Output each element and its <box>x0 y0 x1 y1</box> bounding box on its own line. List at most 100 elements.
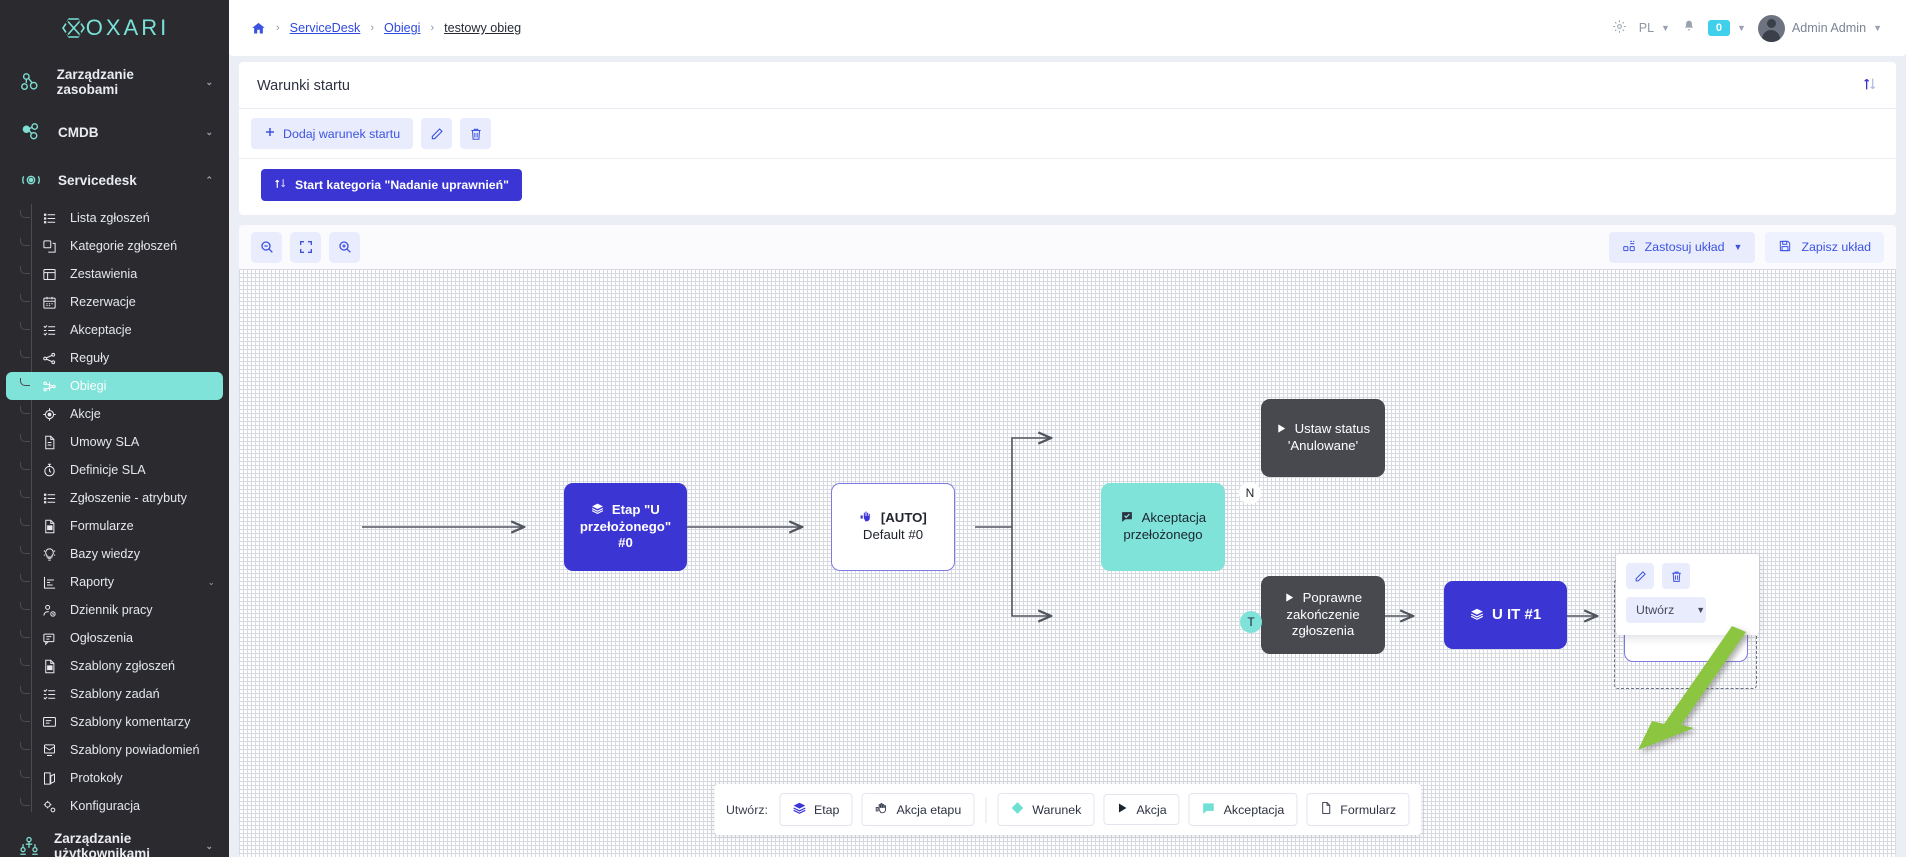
logo[interactable]: OXARI <box>0 0 229 56</box>
form-icon <box>40 517 58 535</box>
sidebar-item-konfiguracja[interactable]: Konfiguracja <box>6 792 223 820</box>
create-button-label: Akcja <box>1136 802 1167 817</box>
sidebar-group-label: Zarządzanie użytkownikami <box>54 831 151 857</box>
create-formularz-button[interactable]: Formularz <box>1306 793 1410 826</box>
create-button-label: Akcja etapu <box>896 802 962 817</box>
sidebar-item-szablony-zadań[interactable]: Szablony zadań <box>6 680 223 708</box>
create-akcja-etapu-button[interactable]: Akcja etapu <box>861 793 975 826</box>
create-akcja-button[interactable]: Akcja <box>1103 794 1180 825</box>
sidebar-item-formularze[interactable]: Formularze <box>6 512 223 540</box>
save-layout-button[interactable]: Zapisz układ <box>1765 231 1884 263</box>
sidebar-item-label: Szablony zadań <box>70 687 160 701</box>
node-stage-uit-1[interactable]: U IT #1 <box>1444 581 1567 649</box>
popup-create-select[interactable]: Utwórz ▼ <box>1626 597 1706 623</box>
breadcrumb-servicedesk[interactable]: ServiceDesk <box>289 21 361 35</box>
create-warunek-button[interactable]: Warunek <box>997 793 1095 826</box>
edit-start-condition-button[interactable] <box>421 118 453 149</box>
layers-icon <box>792 801 806 818</box>
sidebar-item-raporty[interactable]: Raporty ⌄ <box>6 568 223 596</box>
create-akceptacja-button[interactable]: Akceptacja <box>1188 793 1298 826</box>
popup-actions-row <box>1626 563 1749 589</box>
breadcrumb-current[interactable]: testowy obieg <box>444 21 522 35</box>
node-auto-default-1[interactable]: [AUTO] Default #0 <box>831 483 955 571</box>
floppy-icon <box>1778 239 1792 256</box>
panel-header: Warunki startu <box>239 62 1896 109</box>
sidebar-item-dziennik-pracy[interactable]: Dziennik pracy <box>6 596 223 624</box>
zoom-in-icon[interactable] <box>329 231 360 263</box>
checklist-icon <box>40 321 58 339</box>
gear-icon[interactable] <box>1612 19 1627 38</box>
delete-start-condition-button[interactable] <box>460 118 492 149</box>
cmdb-icon <box>18 119 44 145</box>
bell-icon[interactable] <box>1682 19 1696 37</box>
chevron-up-icon: ⌃ <box>205 174 213 185</box>
sync-icon[interactable] <box>1862 76 1878 96</box>
node-acceptance-przelozonego[interactable]: Akceptacja przełożonego <box>1101 483 1225 571</box>
sidebar-item-umowy-sla[interactable]: Umowy SLA <box>6 428 223 456</box>
sidebar-item-label: Akceptacje <box>70 323 132 337</box>
sidebar-group-servicedesk[interactable]: Servicedesk ⌃ <box>0 156 229 204</box>
users-icon <box>18 833 40 857</box>
user-menu[interactable]: Admin Admin ▼ <box>1757 14 1882 42</box>
sidebar-group-users[interactable]: Zarządzanie użytkownikami ⌄ <box>0 820 229 857</box>
language-label: PL <box>1638 21 1655 35</box>
sidebar-item-protokoły[interactable]: Protokoły <box>6 764 223 792</box>
sidebar-item-akceptacje[interactable]: Akceptacje <box>6 316 223 344</box>
comment-icon <box>1202 801 1216 818</box>
sidebar-item-definicje-sla[interactable]: Definicje SLA <box>6 456 223 484</box>
sidebar-item-label: Konfiguracja <box>70 799 141 813</box>
fit-screen-icon[interactable] <box>290 231 321 263</box>
canvas-toolbar-right: Zastosuj układ ▼ Zapisz układ <box>1608 231 1884 263</box>
sidebar-item-lista-zgłoszeń[interactable]: Lista zgłoszeń <box>6 204 223 232</box>
chevron-down-icon: ▼ <box>1873 23 1882 33</box>
sidebar-item-reguły[interactable]: Reguły <box>6 344 223 372</box>
chevron-down-icon: ⌄ <box>207 576 215 587</box>
breadcrumb-obiegi[interactable]: Obiegi <box>384 21 421 35</box>
sidebar-item-zgłoszenie-atrybuty[interactable]: Zgłoszenie - atrybuty <box>6 484 223 512</box>
node-action-poprawne-zakonczenie[interactable]: Poprawne zakończenie zgłoszenia <box>1261 576 1385 654</box>
form-icon <box>40 657 58 675</box>
popup-edit-button[interactable] <box>1626 563 1654 589</box>
create-etap-button[interactable]: Etap <box>778 793 853 826</box>
sidebar-item-label: Szablony komentarzy <box>70 715 191 729</box>
play-icon <box>1276 421 1291 436</box>
start-conditions-list: Start kategoria "Nadanie uprawnień" <box>239 159 1896 215</box>
sidebar-item-rezerwacje[interactable]: Rezerwacje <box>6 288 223 316</box>
sidebar-item-szablony-komentarzy[interactable]: Szablony komentarzy <box>6 708 223 736</box>
main-area: › ServiceDesk › Obiegi › testowy obieg P… <box>229 0 1906 857</box>
sidebar-item-szablony-zgłoszeń[interactable]: Szablony zgłoszeń <box>6 652 223 680</box>
node-stage-u-przelozonego[interactable]: Etap "U przełożonego" #0 <box>564 483 687 571</box>
popup-delete-button[interactable] <box>1662 563 1690 589</box>
sidebar-item-ogłoszenia[interactable]: Ogłoszenia <box>6 624 223 652</box>
notifications-button[interactable]: 0 ▼ <box>1707 20 1746 36</box>
canvas-toolbar: Zastosuj układ ▼ Zapisz układ <box>239 225 1896 269</box>
comment-check-icon <box>1120 510 1138 525</box>
sidebar-item-obiegi[interactable]: Obiegi <box>6 372 223 400</box>
zoom-out-icon[interactable] <box>251 231 282 263</box>
chevron-down-icon: ⌄ <box>205 840 213 851</box>
language-selector[interactable]: PL ▼ <box>1639 21 1670 35</box>
sidebar-item-bazy-wiedzy[interactable]: Bazy wiedzy <box>6 540 223 568</box>
sidebar-item-zestawienia[interactable]: Zestawienia <box>6 260 223 288</box>
node-label-line1: [AUTO] <box>880 510 927 526</box>
sidebar-group-assets[interactable]: Zarządzanie zasobami ⌄ <box>0 56 229 108</box>
list-icon <box>40 209 58 227</box>
table-icon <box>40 265 58 283</box>
breadcrumb-separator: › <box>430 22 435 34</box>
sidebar-item-label: Formularze <box>70 519 134 533</box>
sidebar-item-szablony-powiadomień[interactable]: Szablony powiadomień <box>6 736 223 764</box>
sidebar-item-label: Reguły <box>70 351 110 365</box>
breadcrumb: › ServiceDesk › Obiegi › testowy obieg <box>251 21 521 36</box>
layers-icon <box>591 502 608 517</box>
home-icon[interactable] <box>251 21 266 36</box>
add-start-condition-button[interactable]: Dodaj warunek startu <box>251 118 414 149</box>
start-condition-chip[interactable]: Start kategoria "Nadanie uprawnień" <box>261 169 522 201</box>
sidebar-item-akcje[interactable]: Akcje <box>6 400 223 428</box>
sidebar-item-label: Raporty <box>70 575 115 589</box>
apply-layout-button[interactable]: Zastosuj układ ▼ <box>1608 231 1756 263</box>
layers-icon <box>1470 606 1488 623</box>
sidebar-group-cmdb[interactable]: CMDB ⌄ <box>0 108 229 156</box>
sidebar-item-kategorie-zgłoszeń[interactable]: Kategorie zgłoszeń <box>6 232 223 260</box>
node-action-ustaw-status[interactable]: Ustaw status 'Anulowane' <box>1261 399 1385 477</box>
node-label-line1: Etap "U <box>611 501 660 517</box>
